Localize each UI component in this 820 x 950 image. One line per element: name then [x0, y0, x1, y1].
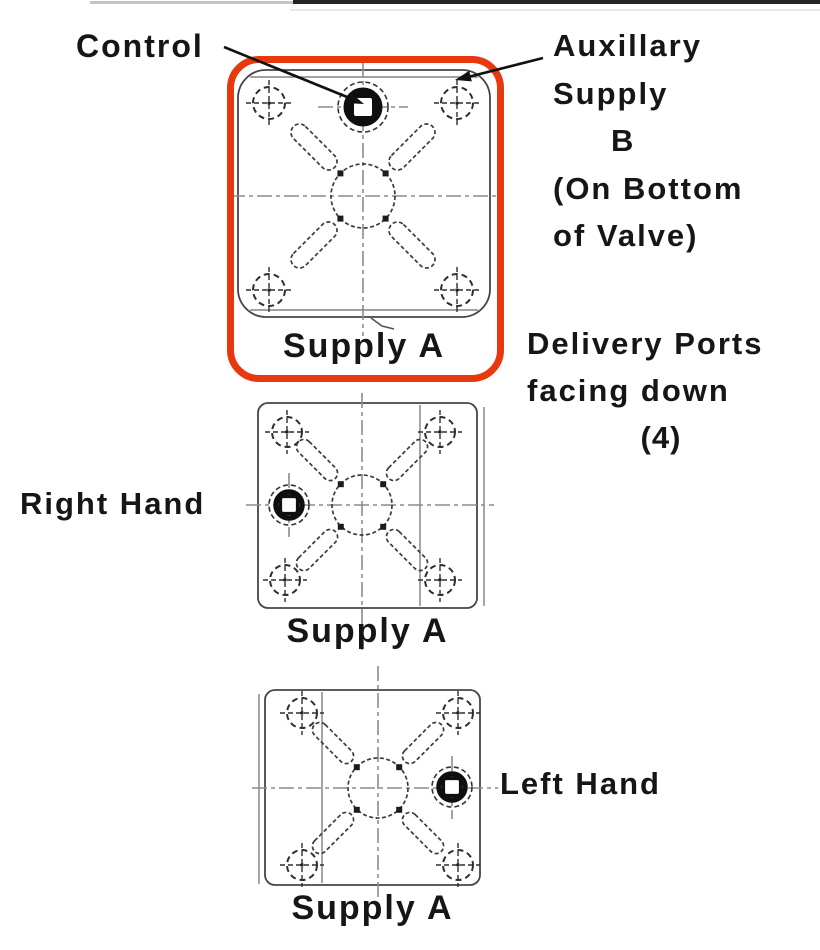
auxiliary-supply-b-label: Auxillary Supply B (On Bottom of Valve)	[553, 22, 743, 260]
aux-label-line: Supply	[553, 75, 669, 111]
mounting-hole-icon	[434, 80, 480, 126]
aux-label-line: (On Bottom	[553, 170, 744, 206]
valve-left-hand-drawing	[252, 666, 498, 897]
mounting-hole-icon	[436, 691, 480, 735]
control-leader-line	[223, 45, 364, 104]
aux-label-line: Auxillary	[553, 28, 702, 63]
mounting-hole-icon	[246, 80, 292, 126]
delivery-ports-label: Delivery Ports facing down (4)	[527, 320, 795, 461]
aux-label-line: of Valve)	[553, 218, 699, 253]
highlight-box	[227, 56, 504, 382]
delivery-label-line: facing down	[527, 373, 730, 408]
delivery-label-line: Delivery Ports	[527, 326, 764, 361]
auxiliary-arrow	[455, 56, 544, 82]
supply-a-label-top: Supply A	[282, 327, 446, 365]
scan-artifact-bar	[293, 0, 820, 4]
mounting-hole-icon	[246, 267, 292, 313]
side-port-icon	[268, 484, 310, 526]
scan-artifact-bar-light	[90, 1, 293, 4]
mounting-hole-icon	[434, 267, 480, 313]
mounting-hole-icon	[280, 843, 324, 887]
supply-a-label-middle: Supply A	[286, 612, 449, 650]
mounting-hole-icon	[418, 558, 462, 602]
valve-right-hand-drawing	[246, 393, 494, 650]
right-hand-label: Right Hand	[20, 486, 206, 521]
mounting-hole-icon	[436, 843, 480, 887]
control-label: Control	[76, 28, 204, 64]
mounting-hole-icon	[263, 558, 307, 602]
mounting-hole-icon	[280, 691, 324, 735]
mounting-hole-icon	[418, 410, 462, 454]
side-port-icon	[431, 766, 473, 808]
scan-artifact-line	[290, 9, 820, 11]
left-hand-label: Left Hand	[500, 766, 661, 801]
aux-label-line: B	[611, 123, 636, 158]
delivery-label-count: (4)	[640, 420, 682, 455]
mounting-hole-icon	[265, 410, 309, 454]
supply-a-label-bottom: Supply A	[291, 889, 454, 927]
